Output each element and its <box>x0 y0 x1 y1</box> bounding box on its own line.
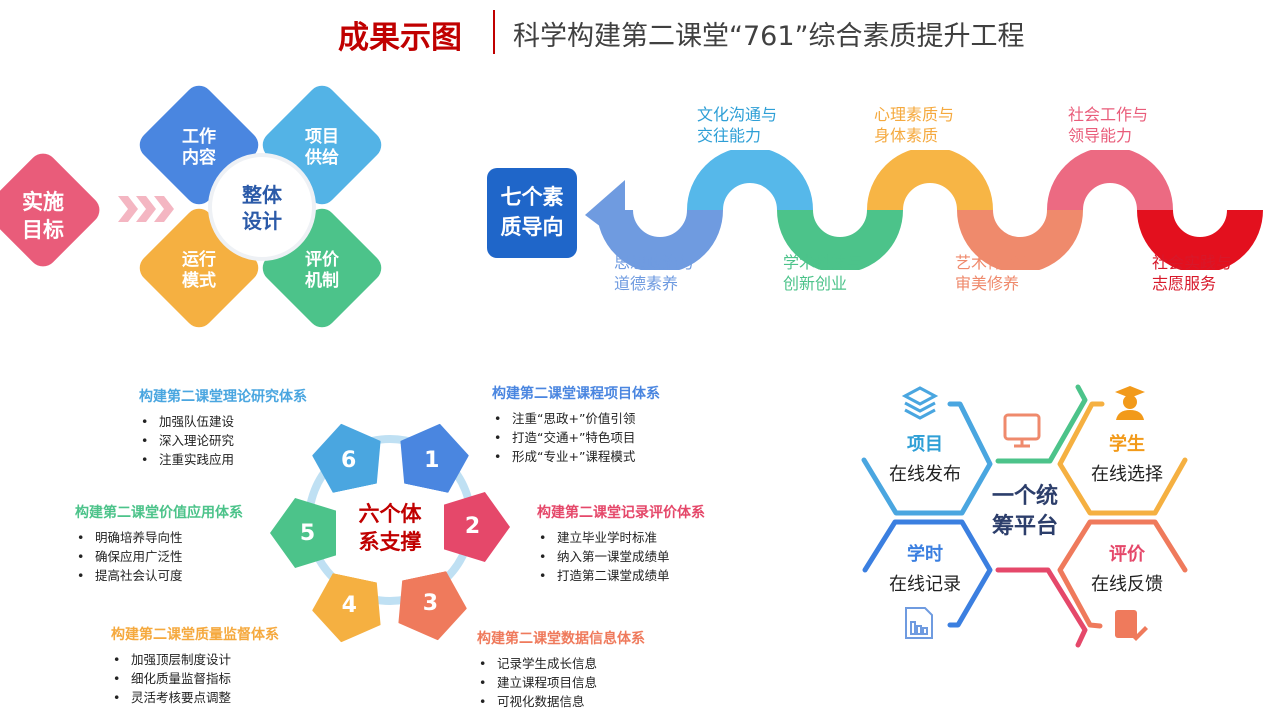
six-center-label: 六个体系支撑 <box>358 502 422 554</box>
system-item: 打造“交通+”特色项目 <box>492 428 660 447</box>
seven-title-box: 七个素质导向 <box>487 168 577 258</box>
cell-title: 评价 <box>1109 544 1145 565</box>
cell-text: 在线发布 <box>889 464 961 485</box>
system-item: 形成“专业+”课程模式 <box>492 447 660 466</box>
system-6: 构建第二课堂理论研究体系 加强队伍建设深入理论研究注重实践应用 <box>139 386 307 469</box>
tile-label: 工作内容 <box>182 127 216 168</box>
system-title: 构建第二课堂质量监督体系 <box>111 627 279 643</box>
system-item: 灵活考核要点调整 <box>111 688 279 707</box>
system-item: 提高社会认可度 <box>75 566 243 585</box>
quality-label: 艺术体验与审美修养 <box>955 253 1036 293</box>
platform-cell-project: 项目在线发布 <box>870 430 980 486</box>
system-title: 构建第二课堂数据信息体系 <box>477 631 645 647</box>
system-1: 构建第二课堂课程项目体系 注重“思政+”价值引领打造“交通+”特色项目形成“专业… <box>492 383 660 466</box>
pentagon-5: 5 <box>270 498 336 568</box>
system-item: 加强顶层制度设计 <box>111 650 279 669</box>
system-item: 打造第二课堂成绩单 <box>537 566 705 585</box>
layers-icon <box>901 386 939 420</box>
system-item: 记录学生成长信息 <box>477 654 645 673</box>
quality-label: 文化沟通与交往能力 <box>697 105 778 145</box>
graduate-icon <box>1115 386 1145 420</box>
system-3: 构建第二课堂数据信息体系 记录学生成长信息建立课程项目信息可视化数据信息 <box>477 628 645 711</box>
hexagon-frame <box>861 384 1188 648</box>
system-item: 建立课程项目信息 <box>477 673 645 692</box>
system-item: 注重实践应用 <box>139 450 307 469</box>
cell-text: 在线反馈 <box>1091 574 1163 595</box>
cell-text: 在线选择 <box>1091 464 1163 485</box>
system-item: 确保应用广泛性 <box>75 547 243 566</box>
system-title: 构建第二课堂课程项目体系 <box>492 386 660 402</box>
system-title: 构建第二课堂理论研究体系 <box>139 389 307 405</box>
quality-label: 社会工作与领导能力 <box>1068 105 1149 145</box>
quality-label: 学术科技与创新创业 <box>783 253 864 293</box>
system-item: 细化质量监督指标 <box>111 669 279 688</box>
tile-label: 评价机制 <box>305 250 339 291</box>
system-item: 深入理论研究 <box>139 431 307 450</box>
platform-center-label: 一个统筹平台 <box>991 484 1058 539</box>
system-item: 明确培养导向性 <box>75 528 243 547</box>
system-2: 构建第二课堂记录评价体系 建立毕业学时标准纳入第一课堂成绩单打造第二课堂成绩单 <box>537 502 705 585</box>
monitor-icon <box>1003 413 1041 448</box>
cell-title: 学生 <box>1109 434 1145 455</box>
tile-label: 项目供给 <box>305 127 339 168</box>
cell-title: 项目 <box>907 434 943 455</box>
system-item: 纳入第一课堂成绩单 <box>537 547 705 566</box>
quality-label: 心理素质与身体素质 <box>874 105 955 145</box>
report-icon <box>905 607 933 639</box>
platform-cell-hours: 学时在线记录 <box>870 540 980 596</box>
title-divider <box>493 10 495 54</box>
platform-cell-evaluation: 评价在线反馈 <box>1072 540 1182 596</box>
cell-title: 学时 <box>907 544 943 565</box>
page-title: 成果示图 <box>338 20 462 56</box>
system-item: 注重“思政+”价值引领 <box>492 409 660 428</box>
goal-label: 实施目标 <box>22 190 64 242</box>
system-5: 构建第二课堂价值应用体系 明确培养导向性确保应用广泛性提高社会认可度 <box>75 502 243 585</box>
system-title: 构建第二课堂价值应用体系 <box>75 505 243 521</box>
system-item: 可视化数据信息 <box>477 692 645 711</box>
center-circle <box>208 153 316 261</box>
wave-arrow <box>585 150 1263 270</box>
pentagon-2: 2 <box>444 492 510 562</box>
platform-cell-student: 学生在线选择 <box>1072 430 1182 486</box>
system-item: 建立毕业学时标准 <box>537 528 705 547</box>
cell-text: 在线记录 <box>889 574 961 595</box>
system-item: 加强队伍建设 <box>139 412 307 431</box>
quality-label: 社会实践与志愿服务 <box>1152 253 1233 293</box>
system-title: 构建第二课堂记录评价体系 <box>537 505 705 521</box>
edit-icon <box>1115 610 1148 641</box>
center-label: 整体设计 <box>242 183 282 233</box>
system-4: 构建第二课堂质量监督体系 加强顶层制度设计细化质量监督指标灵活考核要点调整 <box>111 624 279 707</box>
chevrons-icon <box>118 196 174 222</box>
page-subtitle: 科学构建第二课堂“761”综合素质提升工程 <box>513 21 1025 52</box>
tile-label: 运行模式 <box>182 250 216 291</box>
quality-label: 思想政治与道德素养 <box>614 253 695 293</box>
